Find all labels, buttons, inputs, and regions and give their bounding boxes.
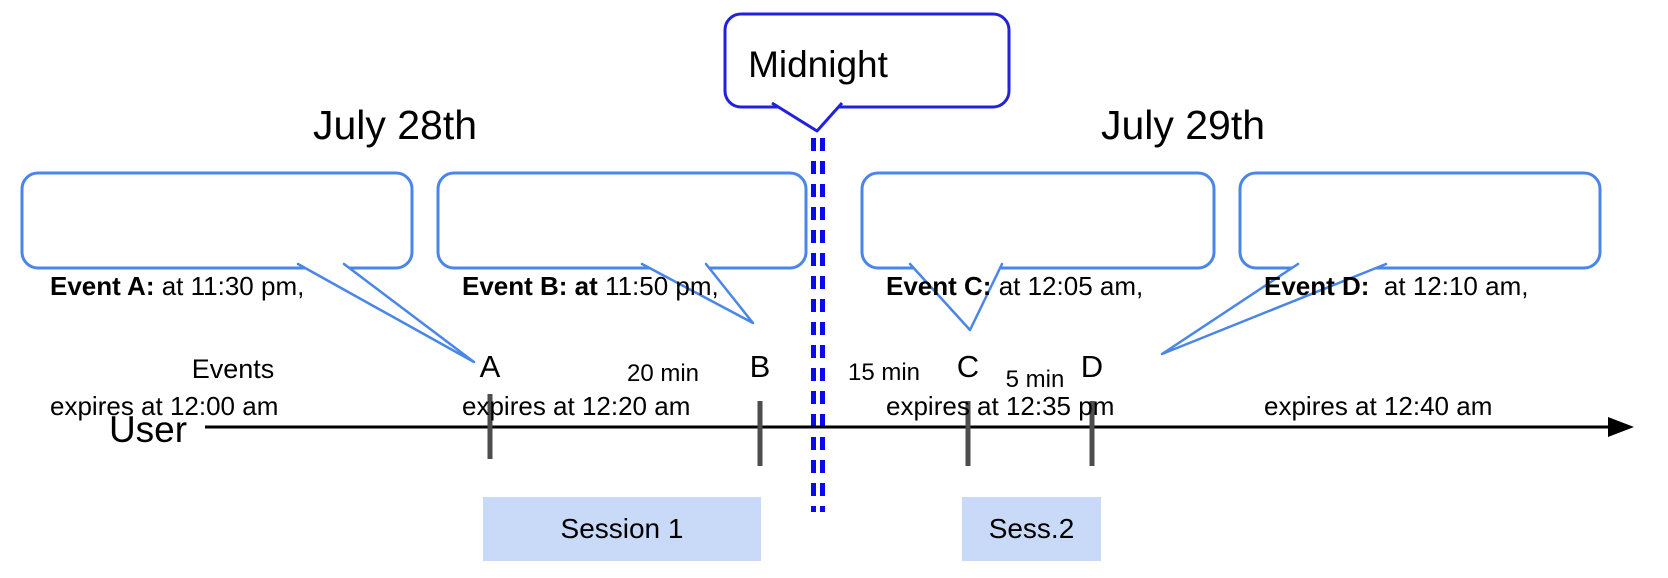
tick-label-a: A: [479, 349, 501, 384]
date-july-29: July 29th: [1100, 102, 1266, 148]
callout-a-line1: Event A: at 11:30 pm,: [50, 266, 304, 306]
midnight-bubble-tail: [771, 101, 844, 133]
date-july-28: July 28th: [312, 102, 478, 148]
callout-c-title: Event C:: [886, 271, 992, 301]
callout-c-line2: expires at 12:35 pm: [886, 391, 1115, 421]
timeline-arrowhead-icon: [1608, 417, 1634, 437]
callout-text-event-a: Event A: at 11:30 pm, expires at 12:00 a…: [50, 186, 304, 506]
callout-tail-a: [296, 262, 476, 364]
callout-bubble-a: [20, 171, 414, 270]
callout-b-title: Event B: at: [462, 271, 598, 301]
interval-label-5min: 5 min: [1005, 366, 1065, 393]
callout-c-time: at 12:05 am,: [991, 271, 1144, 301]
callout-text-event-c: Event C: at 12:05 am, expires at 12:35 p…: [886, 186, 1143, 506]
callout-text-event-d: Event D: at 12:10 am, expires at 12:40 a…: [1264, 186, 1528, 506]
callout-tail-b: [640, 262, 755, 325]
callout-bubble-c: [860, 171, 1216, 270]
callout-a-line2: expires at 12:00 am: [50, 391, 279, 421]
session-2-label: Sess.2: [988, 513, 1075, 544]
tick-label-d: D: [1080, 349, 1104, 384]
callout-d-line2: expires at 12:40 am: [1264, 391, 1493, 421]
interval-label-20min: 20 min: [626, 360, 700, 387]
callout-c-line1: Event C: at 12:05 am,: [886, 266, 1143, 306]
user-row-label: User: [108, 409, 188, 450]
session-1-label: Session 1: [560, 513, 684, 544]
callout-a-time: at 11:30 pm,: [154, 271, 305, 301]
callout-tail-d: [1160, 262, 1388, 356]
callout-text-event-b: Event B: at 11:50 pm, expires at 12:20 a…: [462, 186, 719, 506]
tick-label-b: B: [749, 349, 771, 384]
callout-bubble-b: [436, 171, 808, 270]
callout-a-title: Event A:: [50, 271, 155, 301]
session-2-box: [962, 497, 1101, 561]
callout-b-line1: Event B: at 11:50 pm,: [462, 266, 719, 306]
callout-d-time: at 12:10 am,: [1376, 271, 1529, 301]
callout-tail-c: [908, 262, 1004, 332]
callout-d-line1: Event D: at 12:10 am,: [1264, 266, 1528, 306]
callout-b-time: 11:50 pm,: [597, 271, 719, 301]
events-row-label: Events: [191, 354, 275, 384]
midnight-bubble: [723, 12, 1011, 109]
midnight-label: Midnight: [748, 44, 888, 85]
interval-label-15min: 15 min: [847, 359, 921, 386]
callout-d-title: Event D:: [1264, 271, 1377, 301]
tick-label-c: C: [956, 349, 980, 384]
session-1-box: [483, 497, 761, 561]
callout-bubble-d: [1238, 171, 1602, 270]
callout-b-line2: expires at 12:20 am: [462, 391, 691, 421]
